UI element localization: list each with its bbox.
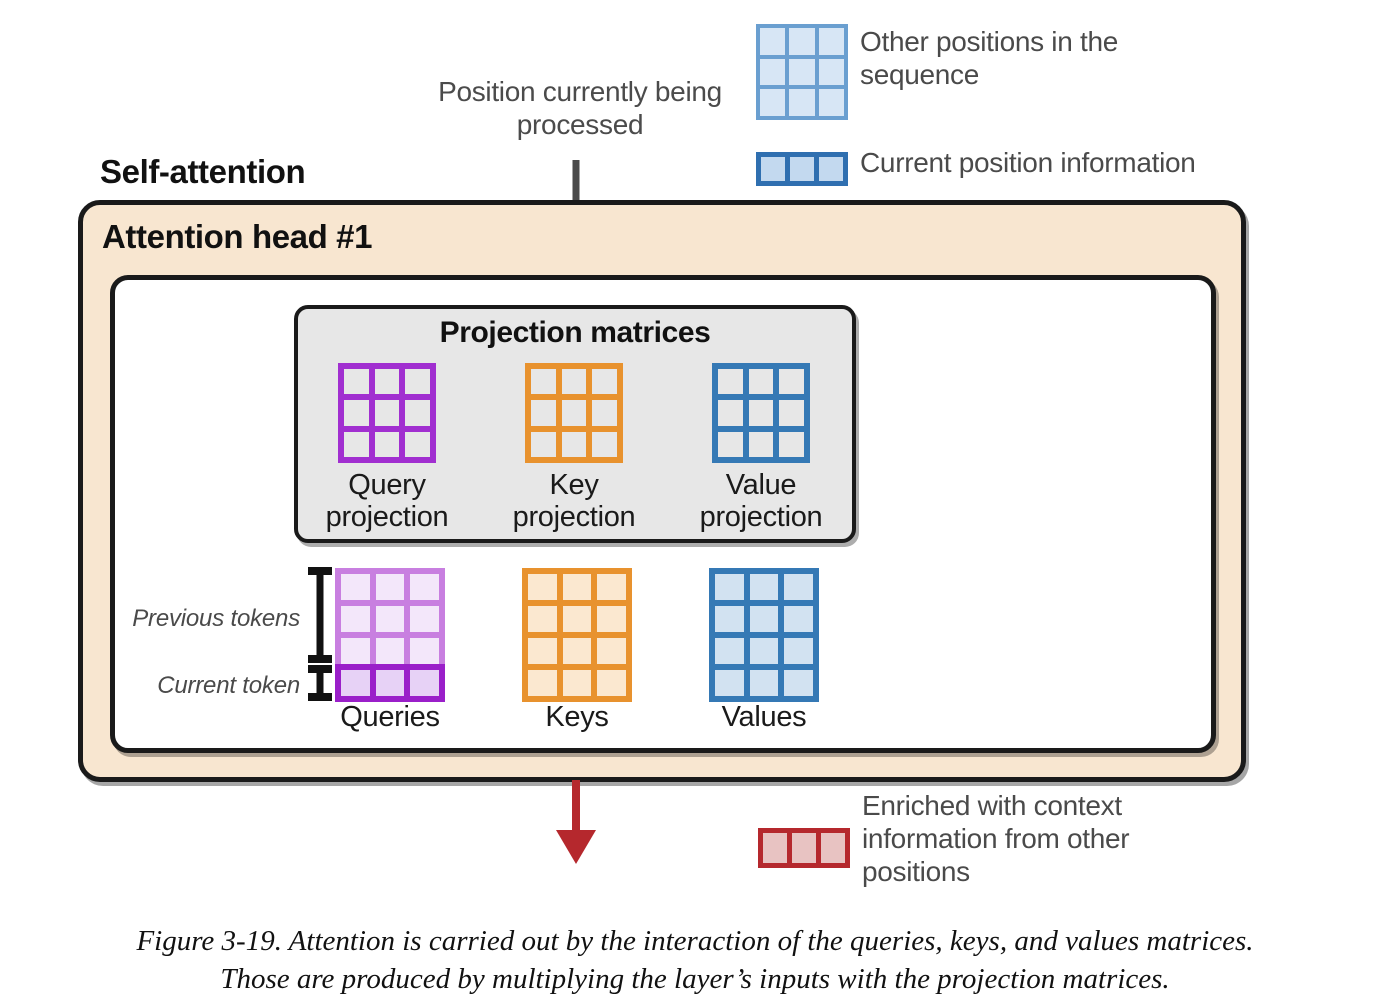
projection-matrices-title: Projection matrices: [439, 316, 711, 349]
value-projection-caption: Value projection: [699, 469, 823, 533]
legend-label-other-positions: Other positions in the sequence: [860, 26, 1118, 90]
current-token-label: Current token: [157, 672, 300, 699]
previous-tokens-label: Previous tokens: [132, 605, 300, 632]
figure-caption-line-2: Those are produced by multiplying the la…: [220, 963, 1170, 996]
enriched-context-swatch-icon: [758, 828, 850, 868]
legend-item-other-positions: Other positions in the sequence: [756, 24, 1118, 120]
legend-item-enriched-context: Enriched with context information from o…: [758, 790, 1130, 888]
queries-caption: Queries: [340, 701, 440, 733]
current-position-swatch-icon: [756, 152, 848, 186]
queries-current-row: [335, 664, 445, 702]
value-projection-matrix: [712, 363, 810, 463]
attention-head-title: Attention head #1: [102, 218, 373, 255]
values-caption: Values: [721, 701, 807, 733]
key-projection-matrix: [525, 363, 623, 463]
input-callout-label: Position currently being processed: [438, 76, 722, 140]
queries-previous-rows: [335, 568, 445, 664]
figure-caption: Figure 3-19. Attention is carried out by…: [70, 922, 1320, 999]
query-projection-matrix: [338, 363, 436, 463]
legend-item-current-position: Current position information: [756, 147, 1196, 186]
key-projection-caption: Key projection: [512, 469, 636, 533]
token-range-brackets-icon: [308, 567, 332, 701]
output-arrow-icon: [556, 780, 596, 864]
figure-caption-line-1: Figure 3-19. Attention is carried out by…: [136, 925, 1254, 957]
legend-label-enriched-context: Enriched with context information from o…: [862, 790, 1130, 887]
self-attention-label: Self-attention: [100, 153, 306, 190]
other-positions-swatch-icon: [756, 24, 848, 120]
values-matrix: [709, 568, 819, 702]
legend-label-current-position: Current position information: [860, 147, 1196, 178]
keys-matrix: [522, 568, 632, 702]
queries-matrix: [335, 568, 445, 702]
keys-caption: Keys: [545, 701, 609, 733]
query-projection-caption: Query projection: [325, 469, 449, 533]
